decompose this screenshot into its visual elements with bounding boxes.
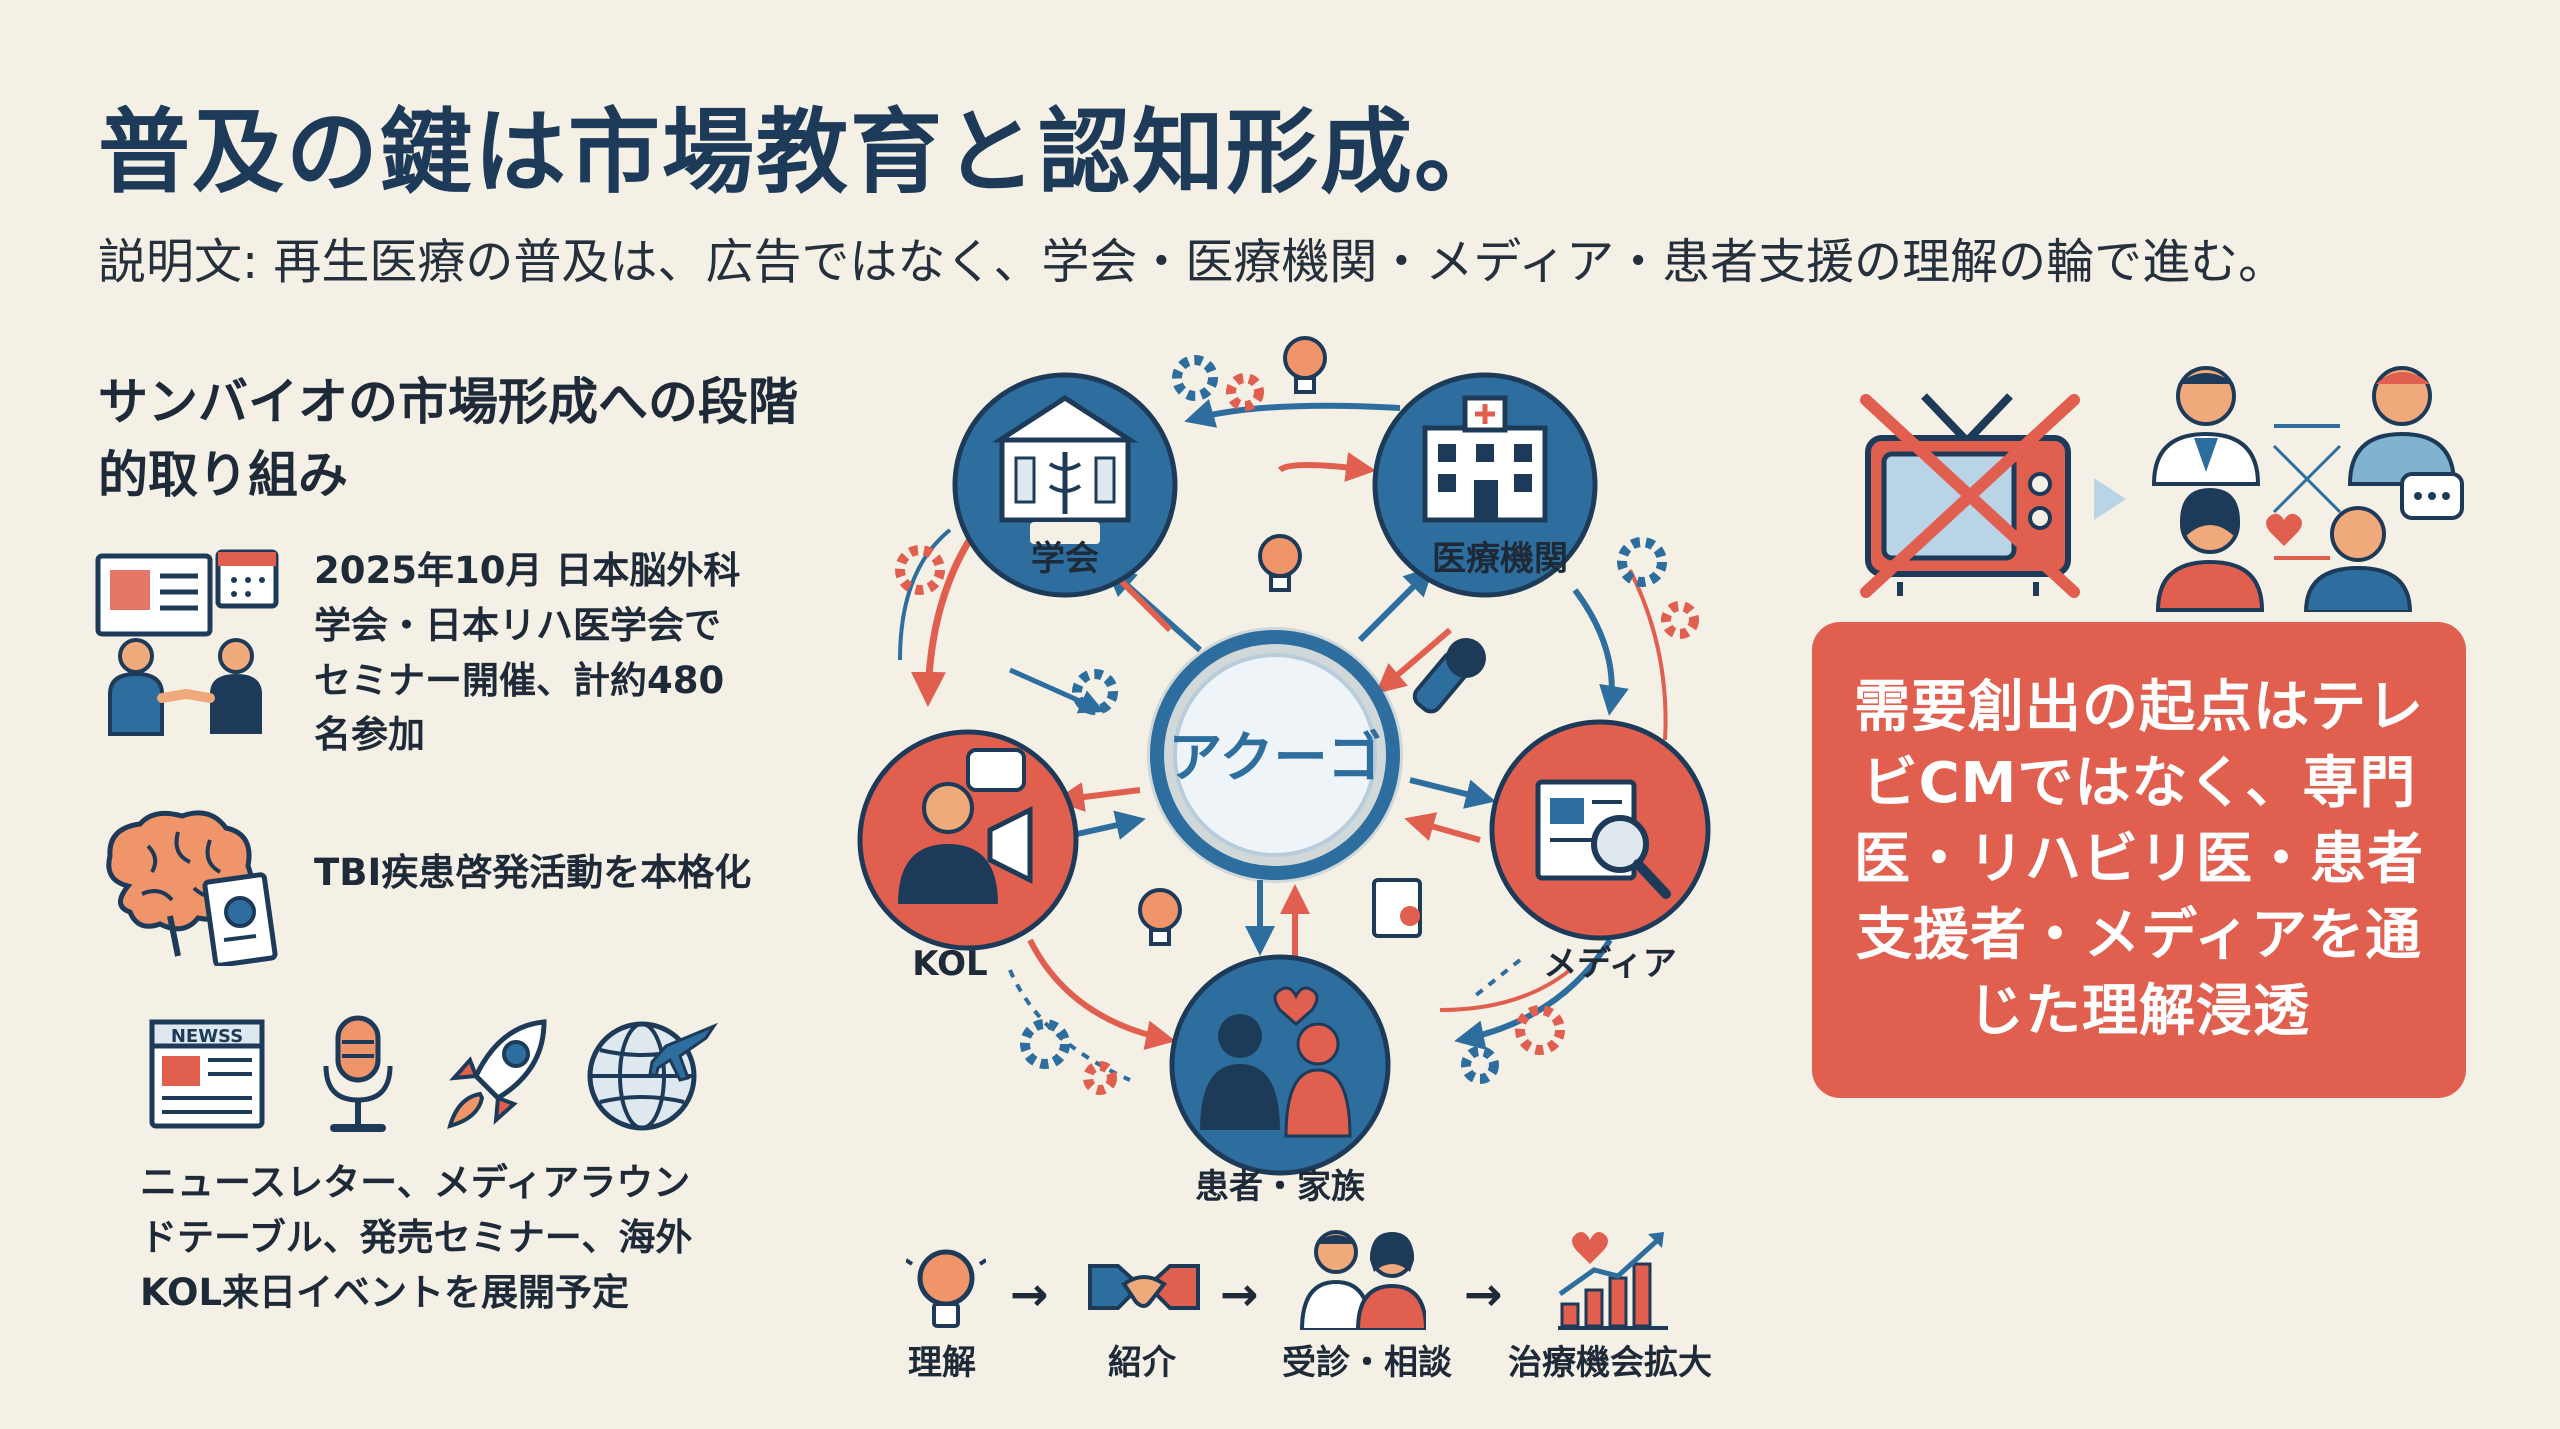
flow-arrow-3: → <box>1464 1267 1503 1321</box>
flow-arrow-2: → <box>1220 1267 1259 1321</box>
key-message-callout: 需要創出の起点はテレビCMではなく、専門医・リハビリ医・患者支援者・メディアを通… <box>1812 622 2466 1098</box>
callout-text: 需要創出の起点はテレビCMではなく、専門医・リハビリ医・患者支援者・メディアを通… <box>1854 674 2424 1045</box>
handshake-icon <box>1088 1264 1200 1310</box>
globe-plane-icon <box>587 1021 718 1131</box>
kol-label: KOL <box>912 944 987 984</box>
flow-step-expansion: 治療機会拡大 <box>1508 1343 1712 1383</box>
arrow-right-icon <box>2094 478 2126 520</box>
flow-step-understanding: 理解 <box>908 1343 976 1383</box>
patients-label: 患者・家族 <box>1195 1167 1365 1207</box>
ecosystem-diagram: アクーゴ 学会 医療機関 KOL メディア 患者・家族 <box>857 336 1711 1207</box>
page-title: 普及の鍵は市場教育と認知形成。 <box>98 99 1509 206</box>
microphone-icon <box>323 1015 393 1132</box>
doctor-patient-icon <box>1300 1230 1426 1330</box>
brain-icon <box>106 810 278 966</box>
flow-step-referral: 紹介 <box>1108 1343 1176 1383</box>
center-label: アクーゴ <box>1168 726 1381 789</box>
presentation-icon <box>95 549 279 736</box>
step1-text: 2025年10月 日本脳外科学会・日本リハ医学会でセミナー開催、計約480名参加 <box>314 549 741 757</box>
flow-step-consultation: 受診・相談 <box>1282 1343 1452 1383</box>
newspaper-icon: NEWSS <box>149 1019 265 1129</box>
growth-chart-icon <box>1558 1232 1668 1330</box>
newspaper-label: NEWSS <box>171 1026 243 1047</box>
step3-text: ニュースレター、メディアラウンドテーブル、発売セミナー、海外KOL来日イベントを… <box>140 1161 693 1314</box>
hospital-label: 医療機関 <box>1432 539 1568 579</box>
specialist-network-icon <box>2151 366 2464 612</box>
page-subtitle: 説明文: 再生医療の普及は、広告ではなく、学会・医療機関・メディア・患者支援の理… <box>98 234 2287 290</box>
left-panel-heading: サンバイオの市場形成への段階的取り組み <box>98 373 798 504</box>
academic-label: 学会 <box>1031 539 1099 579</box>
bulb-icon <box>906 1249 986 1328</box>
no-tv-cm-icon <box>1860 393 2080 598</box>
media-label: メディア <box>1543 944 1677 984</box>
flow-arrow-1: → <box>1010 1267 1049 1321</box>
rocket-icon <box>447 1019 547 1129</box>
step2-text: TBI疾患啓発活動を本格化 <box>314 851 752 894</box>
